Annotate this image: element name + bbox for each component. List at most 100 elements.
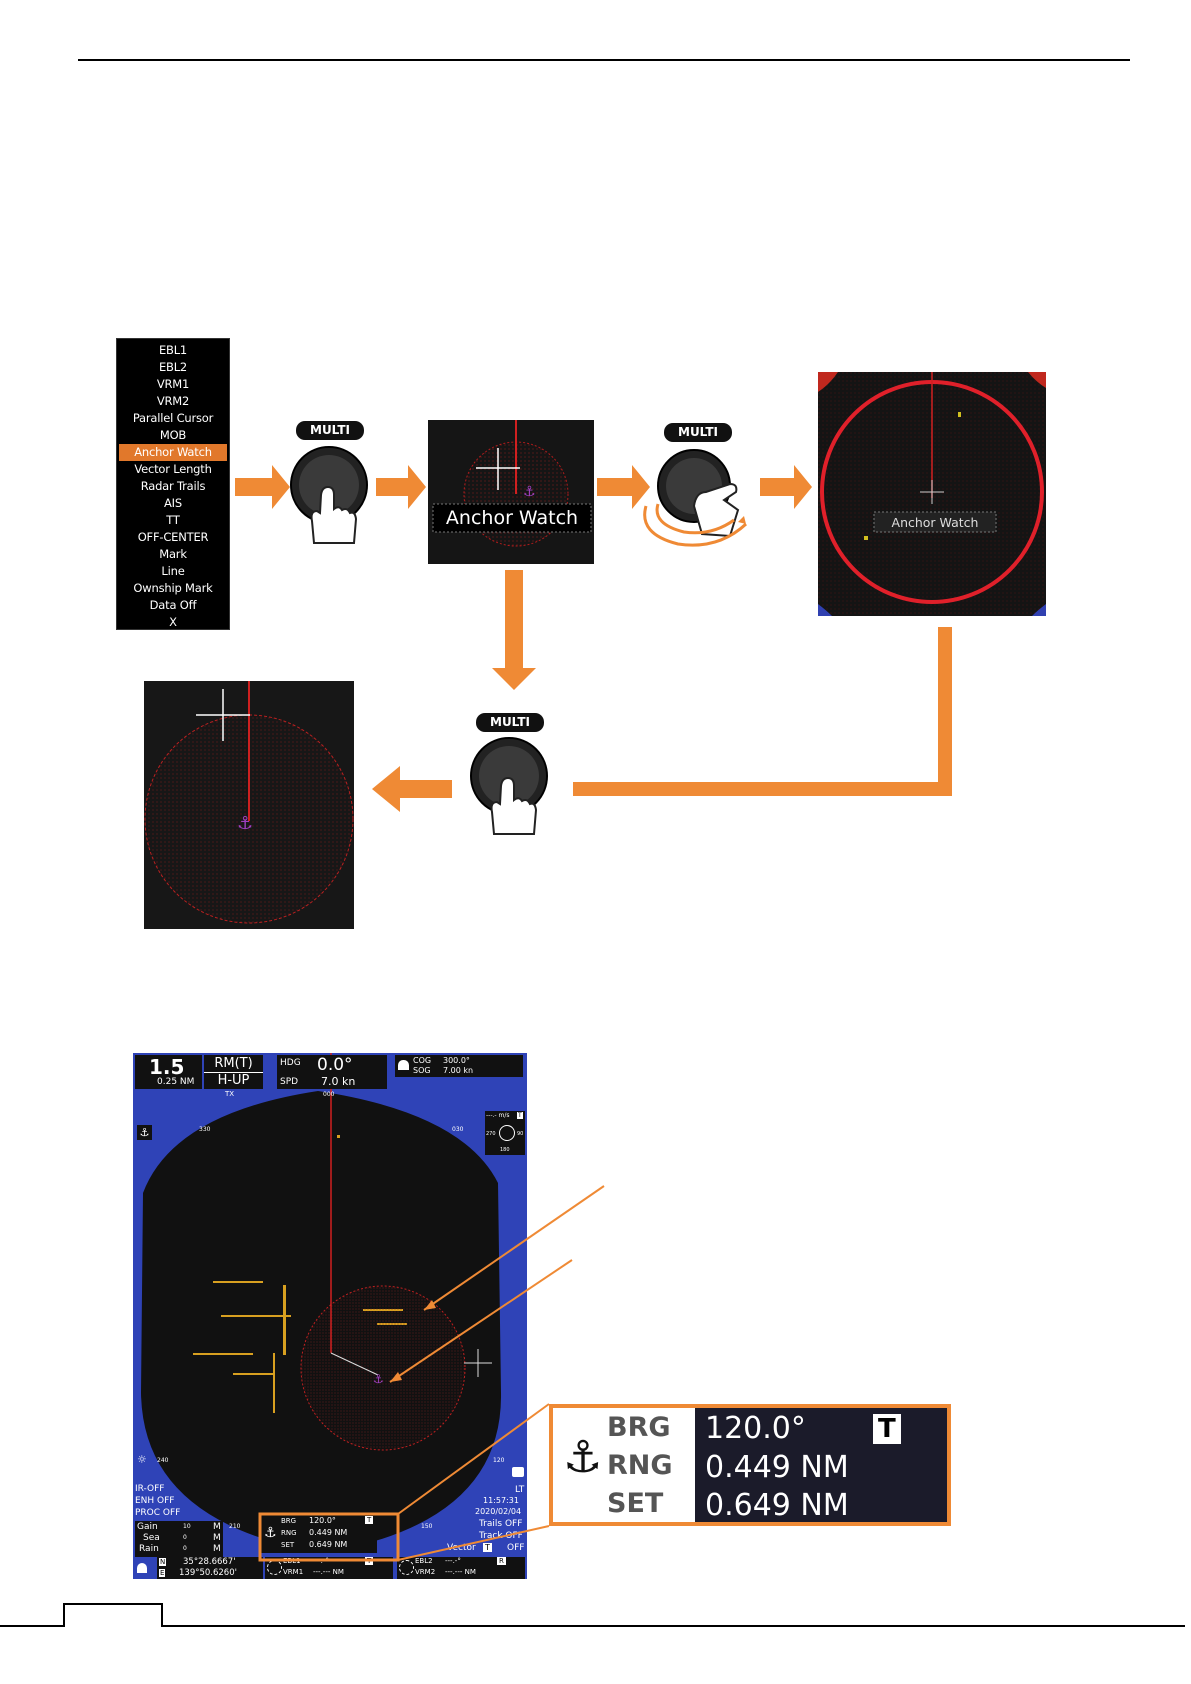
ebl2-value: ---.-° [445,1557,461,1565]
brg-mode: T [873,1414,901,1444]
menu-item[interactable]: Parallel Cursor [132,411,214,425]
arrow-right-4 [760,465,812,509]
menu-item[interactable]: TT [166,513,180,527]
menu-item[interactable]: OFF-CENTER [137,530,209,544]
menu-item[interactable]: Vector Length [134,462,212,476]
lon-value: 139°50.6260' [179,1568,237,1578]
anchor-icon-small: ⚓ [264,1525,277,1541]
set-value: 0.649 NM [705,1488,849,1523]
wind-mode: T [517,1112,523,1119]
menu-item[interactable]: Data Off [149,598,197,612]
arrow-left [372,766,452,812]
rain-value: 0 [183,1545,187,1552]
wind-label: ---.- m/s [486,1112,510,1119]
lat-label: N [159,1558,167,1566]
arrow-right-2 [376,465,426,509]
ir-status: IR-OFF [135,1484,165,1494]
anchor-watch-panel-adjust: Anchor Watch [818,372,1046,616]
menu-item[interactable]: EBL1 [158,343,188,357]
set-value-small: 0.649 NM [309,1540,348,1549]
lt-label: LT [515,1485,525,1495]
menu-item[interactable]: Mark [159,547,187,561]
multi-knob-push-1 [290,446,368,544]
rng-label: RNG [607,1450,673,1481]
anchor-watch-panel-initial: ⚓ Anchor Watch [428,420,594,564]
rng-label-small: RNG [281,1529,297,1537]
brg-mode-small: T [365,1516,374,1524]
trails-status: Trails OFF [479,1519,523,1529]
svg-text:⚓: ⚓ [523,484,536,500]
ebl2-label: EBL2 [415,1557,433,1565]
lon-label: E [159,1569,166,1577]
anchor-icon-large: ⚓ [563,1432,603,1483]
anchor-watch-label-2: Anchor Watch [892,515,979,530]
svg-text:⚓: ⚓ [237,813,253,834]
brightness-icon: ☼ [137,1453,147,1466]
bearing-330: 330 [199,1126,211,1133]
gain-label: Gain [137,1522,158,1532]
ebl2-vrm2-box: EBL2 VRM2 ---.-° R ---.--- NM [397,1557,525,1579]
set-label-small: SET [281,1541,295,1549]
rain-label: Rain [139,1544,159,1554]
gain-sea-rain-box: Gain 10 M Sea 0 M Rain 0 M [135,1521,223,1557]
cog-value: 300.0° [443,1056,470,1065]
compass-s: 180 [500,1147,510,1153]
footer-rule [0,1603,1185,1627]
menu-item[interactable]: AIS [164,496,182,510]
tx-label: TX [225,1090,235,1098]
menu-item[interactable]: X [169,615,177,629]
proc-status: PROC OFF [135,1508,181,1518]
bearing-120: 120 [493,1457,505,1464]
radar-display: ⚓ 1.5 0.25 NM RM(T) H-UP TX HDG 0.0° SPD… [133,1053,527,1579]
sea-value: 0 [183,1534,187,1541]
sea-label: Sea [143,1533,160,1543]
mode-box: RM(T) H-UP [204,1055,263,1089]
ownship-icon [137,1563,147,1573]
position-box: N E 35°28.6667' 139°50.6260' [157,1557,263,1579]
multi-label-2: MULTI [664,423,732,442]
menu-item[interactable]: EBL2 [158,360,188,374]
flow-diagram [235,465,952,812]
ebl2-mode: R [497,1557,506,1565]
vrm1-value: ---.--- NM [313,1568,344,1576]
vrm2-label: VRM2 [415,1568,436,1576]
vector-value: OFF [507,1543,525,1553]
vrm1-label: VRM1 [283,1568,304,1576]
multi-knob-push-2 [470,737,548,835]
menu-item[interactable]: MOB [159,428,187,442]
bearing-030: 030 [452,1126,464,1133]
hdg-spd-box: HDG 0.0° SPD 7.0 kn [277,1055,387,1089]
menu-item[interactable]: VRM1 [156,377,190,391]
sog-value: 7.00 kn [443,1066,474,1075]
vector-mode: T [483,1543,492,1552]
arrow-down [492,570,536,690]
bearing-150: 150 [421,1523,433,1530]
set-label: SET [607,1488,664,1519]
brg-value: 120.0° [705,1411,806,1446]
gain-value: 10 [183,1523,191,1530]
wind-box: ---.- m/s T 270 90 180 [485,1111,525,1155]
arrow-right-3 [597,465,650,509]
svg-text:⚓: ⚓ [373,1372,384,1386]
compass-e: 90 [517,1131,524,1137]
menu-item[interactable]: Line [161,564,185,578]
anchor-icon-top: ⚓ [137,1125,152,1140]
menu-item[interactable]: Anchor Watch [119,444,227,461]
values-panel: 120.0° T 0.449 NM 0.649 NM [695,1408,947,1523]
hdg-value: 0.0° [317,1055,353,1075]
camera-icon [512,1467,524,1477]
rng-value: 0.449 NM [705,1450,849,1485]
enh-status: ENH OFF [135,1496,175,1506]
menu-item[interactable]: Radar Trails [140,479,206,493]
brg-label-small: BRG [281,1517,297,1525]
bearing-000: 000 [323,1091,335,1098]
bearing-240: 240 [157,1457,169,1464]
anchor-data-small: ⚓ BRG RNG SET 120.0° T 0.449 NM 0.649 NM [261,1515,377,1553]
mode-top: RM(T) [204,1055,263,1073]
spd-label: SPD [280,1077,299,1087]
cog-label: COG [413,1056,432,1065]
menu-item[interactable]: VRM2 [156,394,190,408]
menu-item[interactable]: Ownship Mark [133,581,213,595]
